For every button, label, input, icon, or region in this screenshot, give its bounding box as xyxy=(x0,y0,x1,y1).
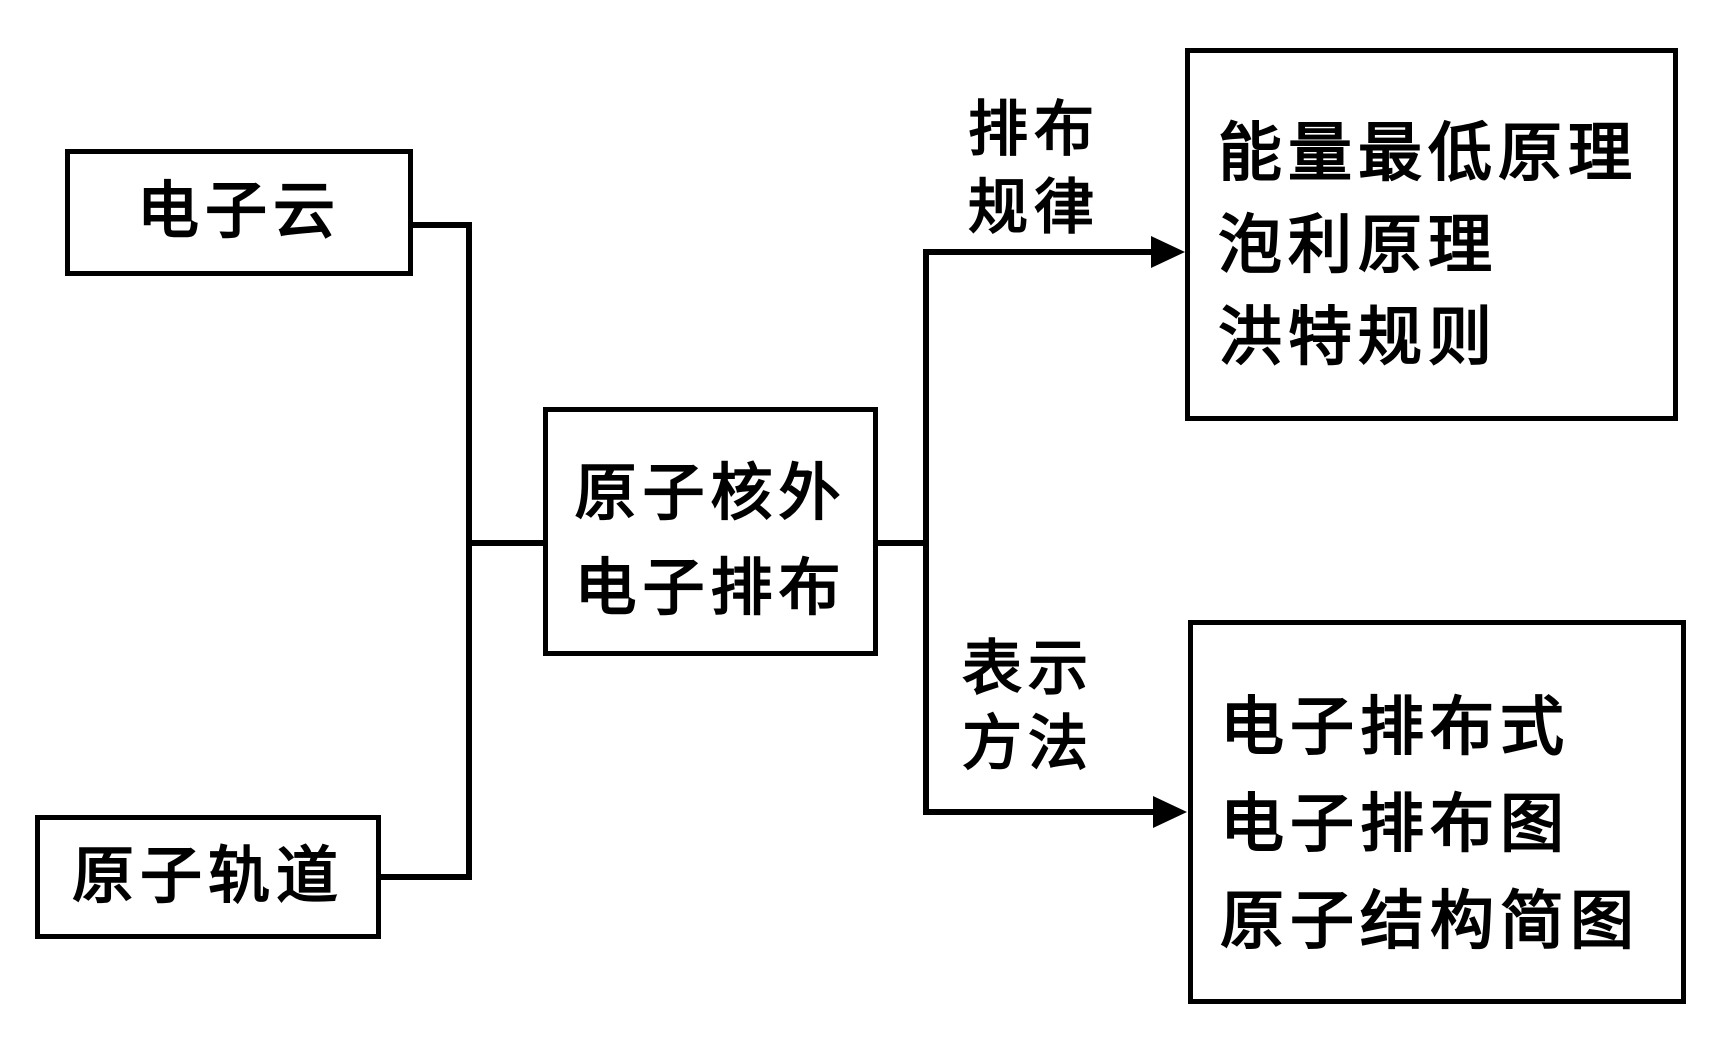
connector-center-right-stub xyxy=(877,540,929,546)
arrangement-rule-edge-label-line2: 规律 xyxy=(968,175,1100,241)
representation-method-edge-label: 表示 方法 xyxy=(962,632,1094,782)
electron-cloud-label: 电子云 xyxy=(136,178,341,246)
arrangement-rule-edge-label: 排布 规律 xyxy=(968,91,1100,247)
method-electron-configuration-diagram: 电子排布图 xyxy=(1220,789,1570,860)
methods-arrow-line xyxy=(923,809,1155,815)
method-atomic-structure-sketch: 原子结构简图 xyxy=(1220,886,1640,957)
representation-methods-box: 电子排布式 电子排布图 原子结构简图 xyxy=(1188,620,1686,1004)
rule-hund: 洪特规则 xyxy=(1218,302,1498,373)
methods-arrowhead-icon xyxy=(1153,796,1187,828)
method-electron-configuration-formula: 电子排布式 xyxy=(1220,692,1570,763)
rules-arrow-line xyxy=(923,249,1153,255)
rule-pauli: 泡利原理 xyxy=(1218,210,1498,281)
core-electron-arrangement-line1: 原子核外 xyxy=(574,459,847,528)
connector-right-vertical xyxy=(923,249,929,815)
representation-method-edge-label-line2: 方法 xyxy=(962,711,1094,777)
electron-cloud-box: 电子云 xyxy=(65,149,413,276)
arrangement-rule-edge-label-line1: 排布 xyxy=(968,97,1100,163)
core-electron-arrangement-line2: 电子排布 xyxy=(574,554,847,623)
connector-center-left-stub xyxy=(466,540,546,546)
representation-method-edge-label-line1: 表示 xyxy=(962,636,1094,702)
atomic-orbital-label: 原子轨道 xyxy=(71,842,344,911)
atomic-orbital-box: 原子轨道 xyxy=(35,815,381,939)
rule-energy-minimum: 能量最低原理 xyxy=(1218,118,1638,189)
connector-atomic-orbital-stub xyxy=(378,874,472,880)
connector-electron-cloud-stub xyxy=(410,222,472,228)
rules-arrowhead-icon xyxy=(1151,236,1185,268)
arrangement-rules-box: 能量最低原理 泡利原理 洪特规则 xyxy=(1185,48,1678,421)
connector-left-vertical xyxy=(466,222,472,880)
core-electron-arrangement-box: 原子核外 电子排布 xyxy=(543,407,878,656)
